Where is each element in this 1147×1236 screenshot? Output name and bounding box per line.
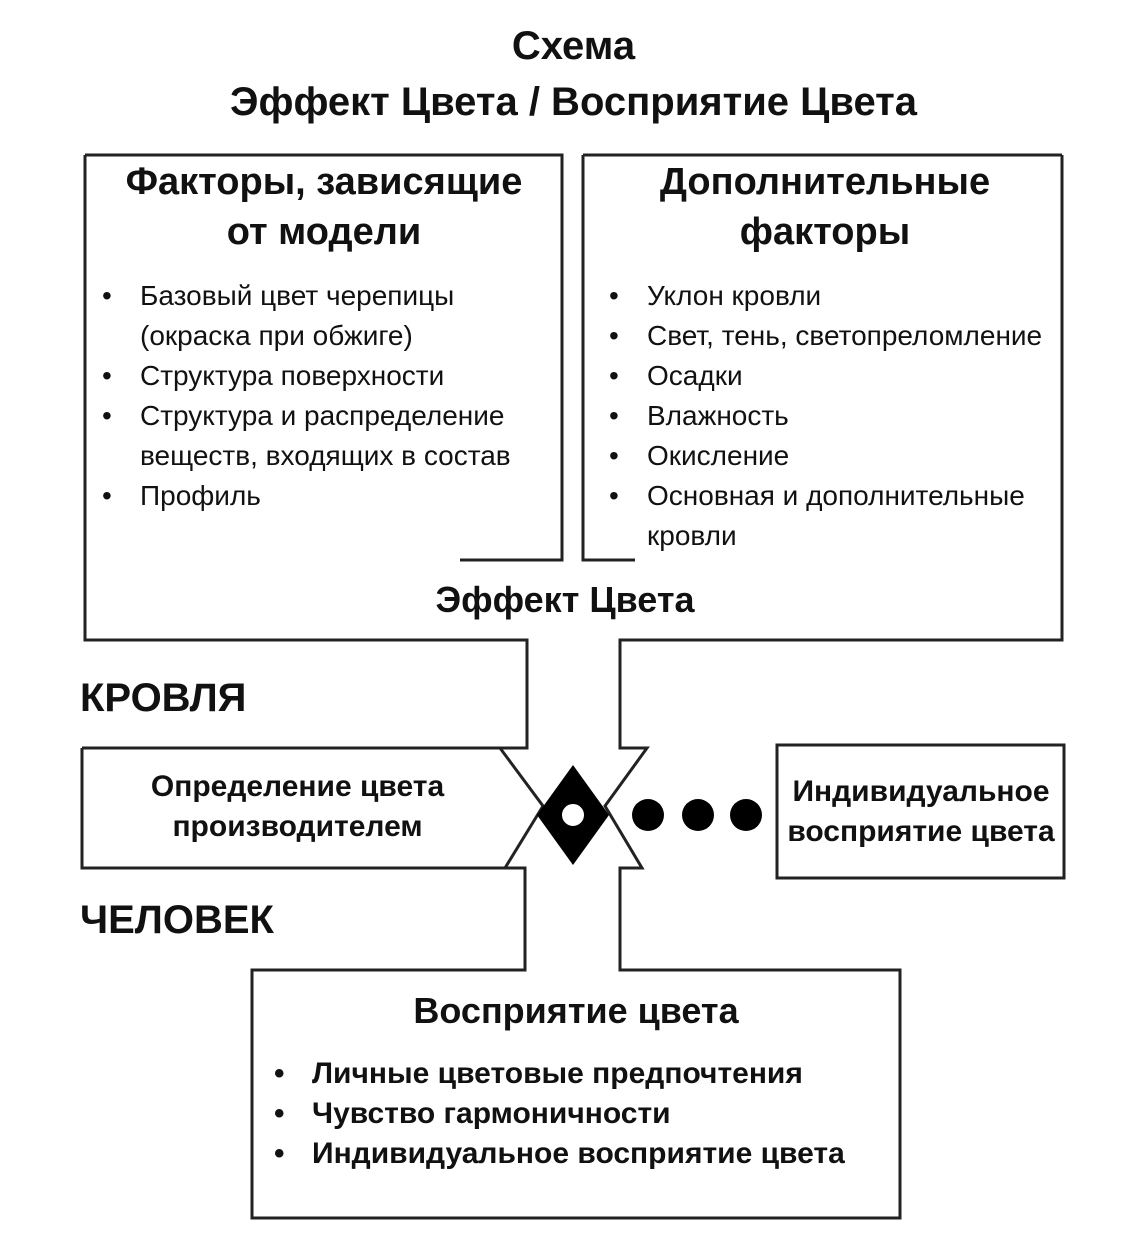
list-item: Базовый цвет черепицы (окраска при обжиг… xyxy=(84,276,554,356)
individual-perception-box xyxy=(775,743,1066,880)
list-item: Чувство гармоничности xyxy=(256,1094,896,1134)
individual-line2: восприятие цвета xyxy=(787,815,1055,848)
color-effect-frame xyxy=(83,155,1064,1220)
list-item-text: Осадки xyxy=(647,360,743,391)
list-item-text: Чувство гармоничности xyxy=(312,1097,671,1130)
individual-box-text: Индивидуальное восприятие цвета xyxy=(779,772,1063,852)
list-item: Основная и дополнительные кровли xyxy=(591,476,1057,556)
list-item-text: Личные цветовые предпочтения xyxy=(312,1057,803,1090)
connector-dot xyxy=(682,799,714,831)
model-factors-heading-line2: от модели xyxy=(226,211,422,253)
additional-factors-heading: Дополнительные факторы xyxy=(595,157,1055,257)
human-label: ЧЕЛОВЕК xyxy=(80,898,274,942)
individual-line1: Индивидуальное xyxy=(792,775,1050,808)
additional-factors-heading-line1: Дополнительные xyxy=(659,161,991,203)
additional-factors-heading-line2: факторы xyxy=(739,211,911,253)
roof-label: КРОВЛЯ xyxy=(80,676,247,720)
center-hole xyxy=(560,802,586,828)
manufacturer-box-text: Определение цвета производителем xyxy=(85,767,510,847)
perception-list: Личные цветовые предпочтения Чувство гар… xyxy=(256,1054,896,1174)
list-item: Индивидуальное восприятие цвета xyxy=(256,1134,896,1174)
manufacturer-box xyxy=(80,746,505,870)
list-item-text: Уклон кровли xyxy=(647,280,822,311)
manufacturer-line2: производителем xyxy=(172,810,423,843)
connector-dot xyxy=(632,799,664,831)
list-item: Профиль xyxy=(84,476,554,516)
list-item: Структура и распределение веществ, входя… xyxy=(84,396,554,476)
color-effect-label: Эффект Цвета xyxy=(435,579,695,620)
model-factors-box xyxy=(85,153,564,562)
list-item-text: Индивидуальное восприятие цвета xyxy=(312,1137,845,1170)
connector-dot xyxy=(730,799,762,831)
diagram-title-line2: Эффект Цвета / Восприятие Цвета xyxy=(229,80,917,124)
list-item-text: Базовый цвет черепицы (окраска при обжиг… xyxy=(140,280,455,351)
list-item: Личные цветовые предпочтения xyxy=(256,1054,896,1094)
list-item-text: Структура поверхности xyxy=(140,360,445,391)
model-factors-list: Базовый цвет черепицы (окраска при обжиг… xyxy=(84,276,554,516)
list-item: Окисление xyxy=(591,436,1057,476)
manufacturer-line1: Определение цвета xyxy=(150,770,445,803)
model-factors-heading-line1: Факторы, зависящие xyxy=(125,161,523,203)
list-item: Осадки xyxy=(591,356,1057,396)
list-item: Влажность xyxy=(591,396,1057,436)
perception-heading: Восприятие цвета xyxy=(413,990,739,1031)
additional-factors-list: Уклон кровли Свет, тень, светопреломлени… xyxy=(591,276,1057,556)
list-item-text: Профиль xyxy=(140,480,261,511)
diagram-title-line1: Схема xyxy=(511,24,636,68)
list-item: Свет, тень, светопреломление xyxy=(591,316,1057,356)
model-factors-heading: Факторы, зависящие от модели xyxy=(95,157,553,257)
list-item: Уклон кровли xyxy=(591,276,1057,316)
list-item-text: Окисление xyxy=(647,440,790,471)
additional-factors-box xyxy=(581,153,1062,562)
list-item: Структура поверхности xyxy=(84,356,554,396)
list-item-text: Основная и дополнительные кровли xyxy=(647,480,1025,551)
list-item-text: Структура и распределение веществ, входя… xyxy=(140,400,511,471)
list-item-text: Свет, тень, светопреломление xyxy=(647,320,1043,351)
list-item-text: Влажность xyxy=(647,400,789,431)
